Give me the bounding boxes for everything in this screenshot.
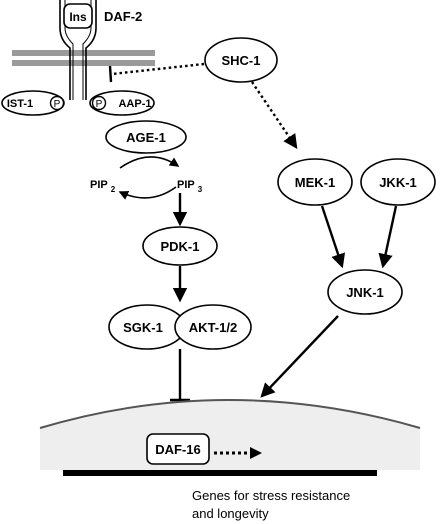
shc1-label: SHC-1 bbox=[221, 53, 260, 68]
age1-label: AGE-1 bbox=[126, 130, 166, 145]
pip2-to-pip3-arrow bbox=[119, 156, 180, 169]
mek1-to-jnk1-arrow bbox=[320, 205, 346, 269]
jkk1-node bbox=[360, 158, 436, 206]
genes-label-line2: and longevity bbox=[192, 506, 269, 521]
insulin-ligand bbox=[63, 3, 93, 29]
pdk1-label: PDK-1 bbox=[160, 239, 199, 254]
jkk1-label: JKK-1 bbox=[379, 175, 417, 190]
pdk1-node bbox=[142, 226, 218, 266]
aap1-node bbox=[89, 90, 155, 116]
receptor-right-strand bbox=[85, 0, 97, 100]
ins-label: Ins bbox=[69, 10, 87, 24]
daf2-label: DAF-2 bbox=[104, 9, 142, 24]
daf16-node bbox=[146, 433, 210, 465]
dna-strand bbox=[63, 470, 377, 476]
phosphate-right-label: P bbox=[96, 99, 103, 110]
receptor-left-strand bbox=[59, 0, 71, 100]
ist1-label: IST-1 bbox=[7, 98, 33, 110]
phosphate-left bbox=[49, 95, 65, 111]
phosphate-right bbox=[91, 95, 107, 111]
shc1-inhibition-bar bbox=[108, 65, 113, 83]
jnk1-node bbox=[327, 269, 403, 315]
age1-node bbox=[105, 120, 187, 154]
akt-label: AKT-1/2 bbox=[189, 320, 237, 335]
nuclear-membrane bbox=[39, 399, 421, 429]
akt-node bbox=[174, 304, 252, 350]
shc1-to-mek1-arrow bbox=[251, 81, 298, 149]
mek1-label: MEK-1 bbox=[295, 175, 335, 190]
receptor-adaptors: IST-1 AAP-1 P P bbox=[1, 90, 155, 116]
nucleus-region bbox=[40, 400, 420, 470]
shc1-node bbox=[204, 37, 278, 83]
daf16-activation-arrowhead bbox=[250, 447, 262, 459]
phosphate-left-label: P bbox=[54, 99, 61, 110]
jnk1-to-daf16-arrow bbox=[260, 315, 339, 398]
shc1-inhibition-line bbox=[111, 62, 205, 76]
daf2-receptor: Ins DAF-2 bbox=[59, 0, 142, 100]
mek1-node bbox=[277, 158, 353, 206]
jkk1-to-jnk1-arrow bbox=[378, 205, 398, 269]
pip3-to-pip2-arrow bbox=[118, 186, 177, 200]
genes-label-line1: Genes for stress resistance bbox=[192, 488, 350, 503]
receptor-inner-strands bbox=[64, 0, 92, 100]
sgk1-label: SGK-1 bbox=[123, 320, 163, 335]
aap1-label: AAP-1 bbox=[118, 98, 151, 110]
jnk1-label: JNK-1 bbox=[346, 285, 384, 300]
daf16-label: DAF-16 bbox=[155, 442, 201, 457]
